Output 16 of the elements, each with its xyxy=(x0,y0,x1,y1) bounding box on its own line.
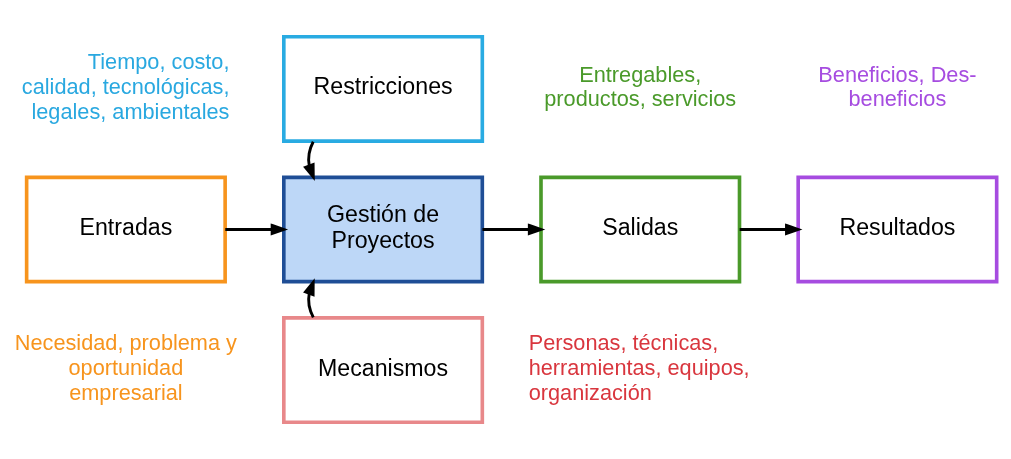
arrow xyxy=(225,223,289,236)
node-box: Restricciones xyxy=(282,35,485,143)
node-box: Salidas xyxy=(539,175,742,284)
arrow xyxy=(482,223,546,236)
node-box: Entradas xyxy=(24,175,227,284)
node-box: Mecanismos xyxy=(282,316,485,424)
node-label: Tiempo, costo, calidad, tecnológicas, legales, ambientales xyxy=(21,49,230,124)
node-label: Beneficios, Des- beneficios xyxy=(818,61,977,112)
node-label: Personas, técnicas, herramientas, equipos, organización xyxy=(528,330,750,405)
arrow xyxy=(303,141,315,181)
node-box: Resultados xyxy=(796,175,999,284)
arrow xyxy=(303,278,315,318)
node-label: Entregables, productos, servicios xyxy=(544,61,737,112)
arrow xyxy=(739,223,803,236)
node-label: Necesidad, problema y oportunidad empresarial xyxy=(14,330,237,405)
node-box: Gestión de Proyectos xyxy=(282,175,485,284)
